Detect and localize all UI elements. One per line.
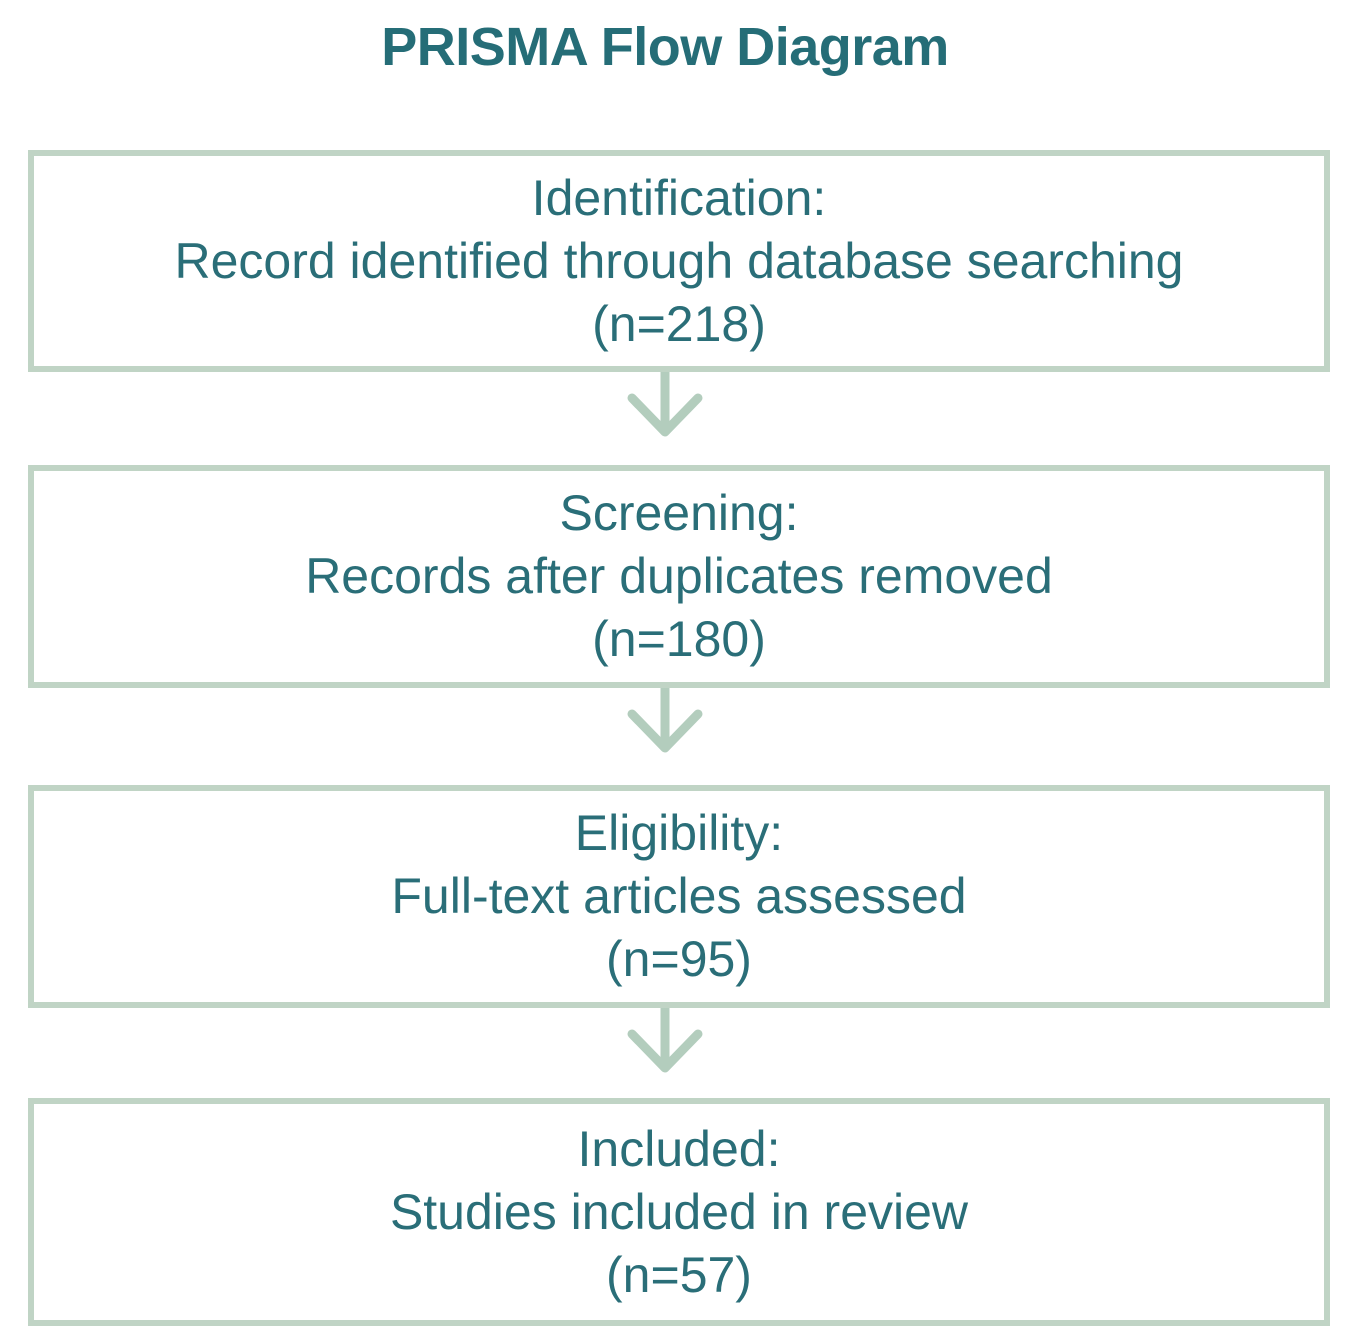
flow-box-screening: Screening: Records after duplicates remo… bbox=[28, 465, 1330, 688]
stage-description: Studies included in review bbox=[389, 1183, 969, 1240]
stage-label: Eligibility: bbox=[574, 805, 784, 861]
stage-description: Records after duplicates removed bbox=[305, 548, 1053, 604]
down-arrow-icon bbox=[620, 688, 710, 760]
stage-count: (n=218) bbox=[592, 295, 766, 352]
stage-label: Identification: bbox=[531, 169, 827, 226]
flow-box-included: Included: Studies included in review (n=… bbox=[28, 1098, 1330, 1326]
stage-label: Screening: bbox=[559, 485, 799, 541]
stage-count: (n=180) bbox=[592, 611, 766, 667]
stage-count: (n=95) bbox=[606, 931, 752, 987]
stage-count: (n=57) bbox=[606, 1246, 752, 1303]
stage-description: Full-text articles assessed bbox=[391, 868, 967, 924]
down-arrow-icon bbox=[620, 372, 710, 444]
stage-label: Included: bbox=[577, 1120, 781, 1177]
flow-box-identification: Identification: Record identified throug… bbox=[28, 150, 1330, 372]
stage-description: Record identified through database searc… bbox=[174, 232, 1184, 289]
down-arrow-icon bbox=[620, 1008, 710, 1080]
flow-box-eligibility: Eligibility: Full-text articles assessed… bbox=[28, 785, 1330, 1008]
page-title: PRISMA Flow Diagram bbox=[381, 17, 949, 77]
